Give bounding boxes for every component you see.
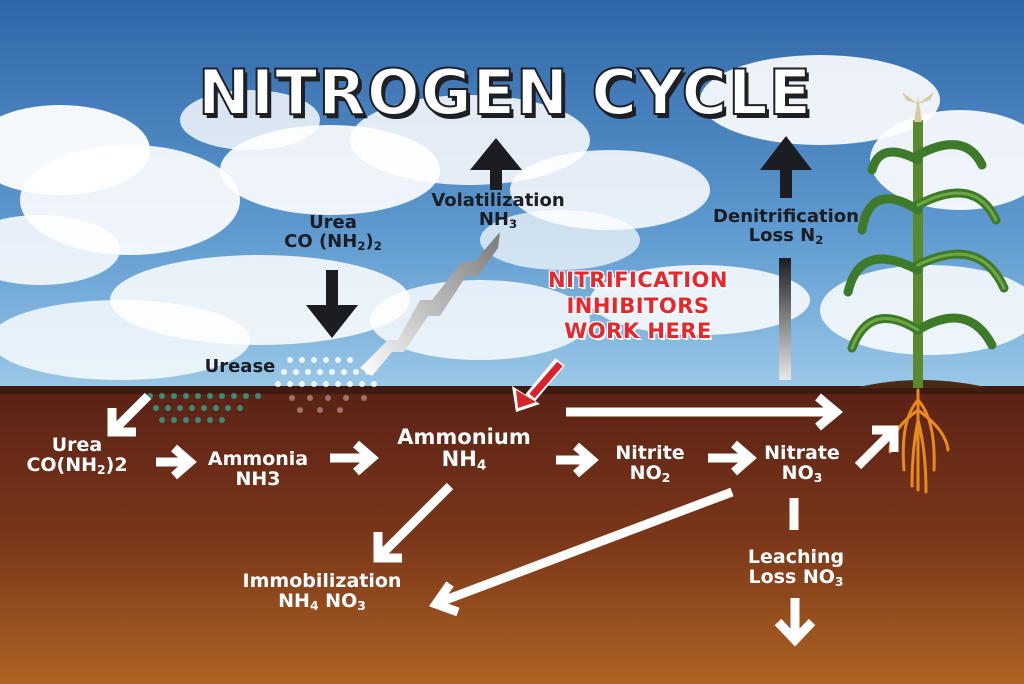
- soil: [0, 389, 1024, 684]
- urea-soil-label: Urea CO(NH2)2: [26, 434, 128, 478]
- arrow-leaching-down: [774, 598, 816, 647]
- arrow-urease-to-urea: [107, 392, 152, 437]
- denitrification-up-arrow: [760, 136, 812, 380]
- nitrate-label: Nitrate NO3: [764, 442, 840, 486]
- arrow-ammonia-to-ammonium: [330, 440, 379, 476]
- arrow-ammonium-to-plant: [566, 393, 844, 431]
- white-arrows: [107, 392, 899, 647]
- ammonium-label: Ammonium NH4: [397, 425, 531, 474]
- denitrification-label: Denitrification Loss N2: [713, 206, 859, 247]
- arrow-ammonium-to-immobilization: [373, 482, 454, 563]
- corn-plant: [843, 92, 1009, 494]
- arrow-ammonium-to-nitrite: [556, 442, 599, 478]
- urea-input-label: Urea CO (NH2)2: [284, 212, 382, 253]
- volatilization-label: Volatilization NH3: [431, 190, 565, 231]
- arrow-nitrate-to-plant: [854, 425, 899, 470]
- page-title: NITROGEN CYCLE: [197, 55, 812, 130]
- volatilization-stair: [360, 232, 500, 376]
- inhibitor-arrow: [512, 358, 565, 412]
- volatilization-up-arrow: [470, 138, 522, 190]
- arrow-urea-to-ammonia: [156, 444, 197, 480]
- ammonia-label: Ammonia NH3: [207, 448, 309, 490]
- urease-label: Urease: [204, 356, 276, 377]
- arrow-nitrate-to-immobilization: [428, 487, 734, 617]
- immobilization-label: Immobilization NH4 NO3: [242, 570, 402, 614]
- urease-dots: [147, 357, 377, 423]
- urea-down-arrow: [306, 270, 358, 338]
- nitrification-inhibitor-callout: NITRIFICATION INHIBITORS WORK HERE: [548, 268, 728, 344]
- leaching-label: Leaching Loss NO3: [747, 546, 845, 590]
- arrow-nitrite-to-nitrate: [708, 440, 757, 476]
- soil-surface: [0, 386, 1024, 394]
- nitrite-label: Nitrite NO2: [615, 442, 685, 486]
